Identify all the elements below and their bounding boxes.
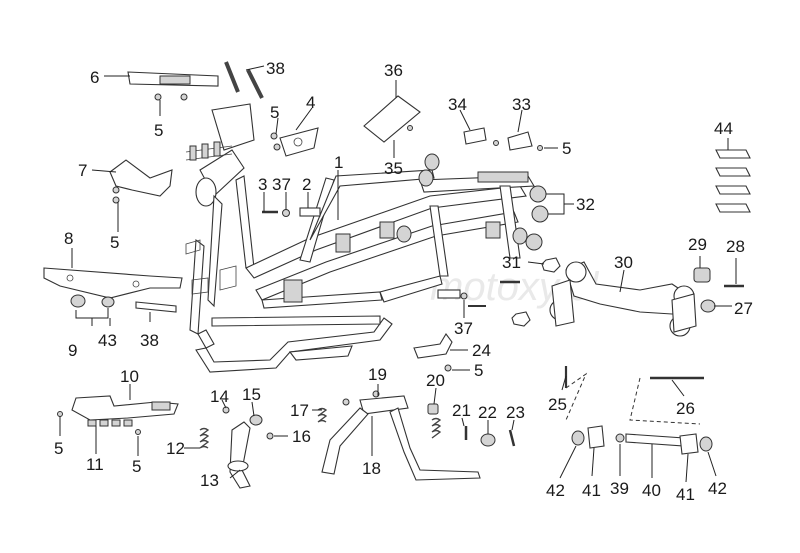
callout-22: 22 — [478, 403, 497, 422]
callout-5-skid-right: 5 — [132, 457, 141, 476]
callout-38-lower: 38 — [140, 331, 159, 350]
callout-43: 43 — [98, 331, 117, 350]
callout-37-lower: 37 — [454, 319, 473, 338]
part-34-33-clips — [463, 127, 543, 151]
callout-28: 28 — [726, 237, 745, 256]
callout-2: 2 — [302, 175, 311, 194]
callout-36: 36 — [384, 61, 403, 80]
callout-42-right: 42 — [708, 479, 727, 498]
callout-1: 1 — [334, 153, 343, 172]
callout-24: 24 — [472, 341, 491, 360]
part-37-24-20 — [413, 289, 486, 415]
part-bottom-bushing-stack — [571, 425, 713, 455]
part-44-pads — [715, 149, 751, 213]
callout-26: 26 — [676, 399, 695, 418]
callout-5-clips: 5 — [562, 139, 571, 158]
callout-5-bracket-7: 5 — [110, 233, 119, 252]
part-8-side-bracket — [43, 267, 183, 299]
callout-4: 4 — [306, 93, 315, 112]
part-7-bracket — [109, 159, 173, 204]
callout-37-upper: 37 — [272, 175, 291, 194]
callout-42-left: 42 — [546, 481, 565, 500]
callout-14: 14 — [210, 387, 229, 406]
callout-30: 30 — [614, 253, 633, 272]
callout-33: 33 — [512, 95, 531, 114]
callout-15: 15 — [242, 385, 261, 404]
part-1-main-frame — [185, 103, 535, 373]
part-11-bolt-row — [57, 411, 141, 435]
part-9-43-38-lower — [70, 294, 177, 313]
part-6-bracket-bar — [127, 71, 219, 101]
part-32-bushings — [525, 185, 549, 251]
callout-13: 13 — [200, 471, 219, 490]
callout-17: 17 — [290, 401, 309, 420]
callout-5-headstock: 5 — [270, 103, 279, 122]
part-4-small-bracket — [270, 127, 319, 157]
leader-lines — [59, 65, 737, 483]
callout-23: 23 — [506, 403, 525, 422]
callout-3: 3 — [258, 175, 267, 194]
callout-6: 6 — [90, 68, 99, 87]
part-36-pad — [363, 95, 421, 143]
callout-21: 21 — [452, 401, 471, 420]
callout-31: 31 — [502, 253, 521, 272]
callout-8: 8 — [64, 229, 73, 248]
callout-32: 32 — [576, 195, 595, 214]
callout-12: 12 — [166, 439, 185, 458]
callout-11: 11 — [86, 455, 104, 474]
callout-10: 10 — [120, 367, 139, 386]
part-10-skid-plate — [71, 395, 179, 421]
callout-35: 35 — [384, 159, 403, 178]
callout-19: 19 — [368, 365, 387, 384]
callout-7: 7 — [78, 161, 87, 180]
callout-labels: 38 6 5 5 4 36 35 34 33 5 44 7 5 1 3 37 2… — [54, 59, 753, 504]
callout-39: 39 — [610, 479, 629, 498]
part-12-13-side-stand — [199, 406, 274, 489]
callout-34: 34 — [448, 95, 467, 114]
callout-20: 20 — [426, 371, 445, 390]
part-31-nuts — [500, 257, 561, 327]
callout-5-skid-left: 5 — [54, 439, 63, 458]
callout-16: 16 — [292, 427, 311, 446]
callout-41-left: 41 — [582, 481, 601, 500]
part-17-18-main-stand — [317, 390, 516, 481]
callout-29: 29 — [688, 235, 707, 254]
callout-41-right: 41 — [676, 485, 695, 504]
callout-5-upper-left: 5 — [154, 121, 163, 140]
part-30-engine-hanger — [549, 261, 697, 337]
callout-18: 18 — [362, 459, 381, 478]
callout-9: 9 — [68, 341, 77, 360]
callout-38-top: 38 — [266, 59, 285, 78]
part-3-37-2-fasteners — [262, 207, 321, 217]
callout-40: 40 — [642, 481, 661, 500]
callout-44: 44 — [714, 119, 733, 138]
part-38-rods — [224, 61, 264, 99]
callout-25: 25 — [548, 395, 567, 414]
callout-27: 27 — [734, 299, 753, 318]
callout-5-bracket-24: 5 — [474, 361, 483, 380]
part-29-28-27 — [693, 267, 744, 313]
